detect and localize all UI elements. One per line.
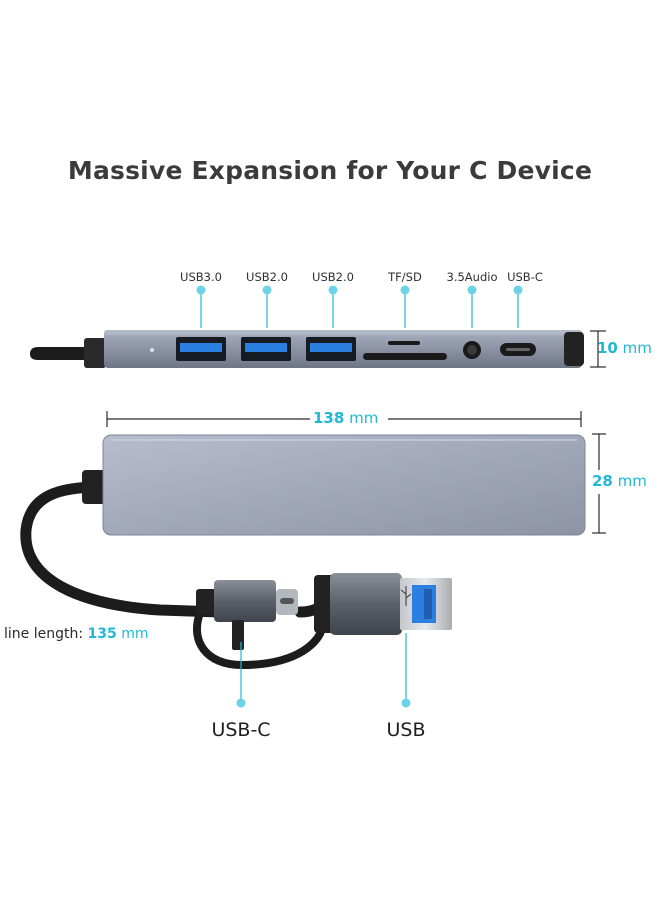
usb2-port-a bbox=[241, 337, 291, 361]
width-unit: mm bbox=[617, 472, 647, 490]
usb-connector-label: USB bbox=[386, 719, 426, 741]
connector-pointers bbox=[236, 633, 411, 708]
length-unit: mm bbox=[349, 409, 379, 427]
port-label-usb2-b: USB2.0 bbox=[312, 270, 354, 284]
length-dimension-line bbox=[106, 411, 582, 427]
width-value: 28 bbox=[592, 472, 613, 490]
port-pointers bbox=[196, 285, 523, 328]
tfsd-slots bbox=[363, 341, 447, 360]
page-title: Massive Expansion for Your C Device bbox=[67, 156, 593, 185]
height-value: 10 bbox=[597, 339, 618, 357]
hub-side-view bbox=[30, 330, 584, 368]
hub-top-view bbox=[82, 434, 586, 536]
usb2-port-b bbox=[306, 337, 356, 361]
usb3-port bbox=[176, 337, 226, 361]
width-dimension: 28 mm bbox=[592, 472, 647, 490]
usbc-connector bbox=[196, 580, 298, 650]
length-value: 138 bbox=[313, 409, 345, 427]
usb-a-connector bbox=[314, 573, 452, 635]
port-label-tfsd: TF/SD bbox=[388, 270, 422, 284]
width-dimension-line bbox=[592, 433, 606, 534]
length-dimension: 138 mm bbox=[313, 409, 378, 427]
usbc-connector-label: USB-C bbox=[211, 719, 271, 741]
height-dimension: 10 mm bbox=[597, 339, 652, 357]
cable-length-dimension: line length: 135 mm bbox=[4, 626, 148, 642]
port-label-usb2-a: USB2.0 bbox=[246, 270, 288, 284]
cable-length-value: 135 bbox=[87, 626, 117, 642]
audio-jack bbox=[463, 341, 481, 359]
port-label-audio: 3.5Audio bbox=[446, 270, 498, 284]
usb-symbol bbox=[400, 586, 412, 606]
height-dimension-bracket bbox=[590, 330, 606, 368]
height-unit: mm bbox=[622, 339, 652, 357]
port-label-usbc: USB-C bbox=[507, 270, 543, 284]
port-label-usb3: USB3.0 bbox=[180, 270, 222, 284]
cable-length-label: line length: bbox=[4, 626, 84, 642]
cable-length-unit: mm bbox=[121, 626, 149, 642]
usbc-port bbox=[500, 343, 536, 356]
